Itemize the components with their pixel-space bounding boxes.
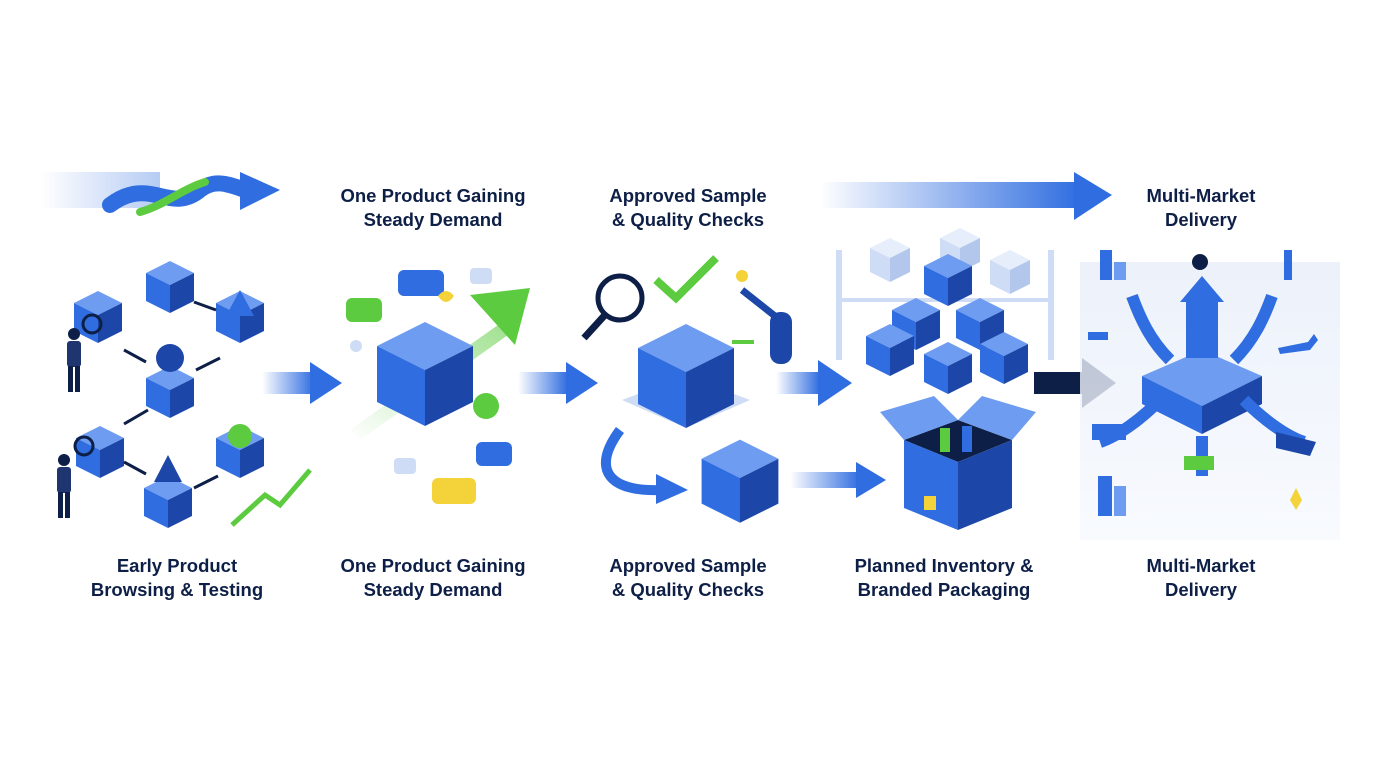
- next-arrow-icon: [790, 462, 886, 498]
- global-delivery-illustration: [1080, 250, 1340, 540]
- flow-arrow-icon: [40, 172, 280, 216]
- stage-label-line: One Product Gaining: [340, 555, 526, 576]
- top-label-line: Steady Demand: [363, 209, 503, 230]
- next-arrow-icon: [776, 360, 852, 406]
- top-label-line: Delivery: [1165, 209, 1237, 230]
- top-label-line: Approved Sample: [609, 185, 767, 206]
- top-label-line: One Product Gaining: [340, 185, 526, 206]
- top-label-demand: One Product Gaining Steady Demand: [313, 184, 553, 232]
- stage-label-line: Multi-Market: [1146, 555, 1256, 576]
- next-arrow-icon: [262, 362, 342, 404]
- quality-check-illustration: [581, 255, 792, 523]
- long-arrow-icon: [820, 172, 1112, 220]
- stage-label-line: Delivery: [1165, 579, 1237, 600]
- stage-label-line: Planned Inventory &: [854, 555, 1034, 576]
- top-label-delivery: Multi-Market Delivery: [1081, 184, 1321, 232]
- top-label-quality: Approved Sample & Quality Checks: [568, 184, 808, 232]
- growing-demand-illustration: [230, 268, 530, 527]
- product-browsing-illustration: [57, 261, 264, 528]
- next-arrow-icon: [518, 362, 598, 404]
- stage-label-browsing: Early Product Browsing & Testing: [57, 554, 297, 602]
- stage-label-demand: One Product Gaining Steady Demand: [313, 554, 553, 602]
- stage-label-delivery: Multi-Market Delivery: [1081, 554, 1321, 602]
- top-label-line: & Quality Checks: [611, 209, 765, 230]
- stage-label-quality: Approved Sample & Quality Checks: [568, 554, 808, 602]
- stage-label-inventory: Planned Inventory & Branded Packaging: [824, 554, 1064, 602]
- stage-label-line: Early Product: [116, 555, 238, 576]
- stage-label-line: Approved Sample: [609, 555, 767, 576]
- stage-label-line: Branded Packaging: [857, 579, 1031, 600]
- stage-label-line: Browsing & Testing: [90, 579, 264, 600]
- stage-label-line: & Quality Checks: [611, 579, 765, 600]
- inventory-packaging-illustration: [836, 228, 1054, 530]
- top-label-line: Multi-Market: [1146, 185, 1256, 206]
- stage-label-line: Steady Demand: [363, 579, 503, 600]
